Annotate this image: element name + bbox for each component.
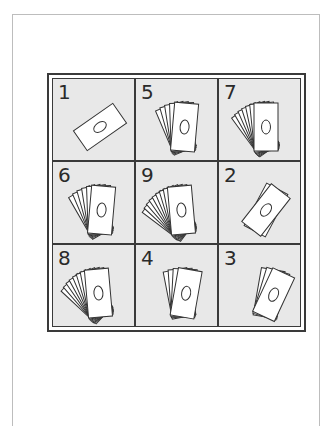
card-stack (253, 267, 295, 321)
grid-cell: 3 (218, 244, 301, 327)
grid-frame (48, 74, 305, 331)
cell-number: 8 (58, 247, 71, 269)
grid-cell: 4 (135, 244, 218, 327)
card-stack (156, 101, 199, 155)
grid-ground (52, 78, 301, 327)
grid-cell: 6 (52, 161, 135, 244)
card-stack (242, 183, 290, 237)
card-stack (232, 101, 280, 157)
cell-number: 3 (224, 247, 237, 269)
cell-number: 6 (58, 164, 71, 186)
cell-number: 7 (224, 81, 237, 103)
card-stack (69, 184, 116, 239)
page-frame (13, 15, 320, 426)
grid-cell: 7 (218, 78, 301, 161)
card-stack (73, 103, 126, 150)
grid-cell: 1 (52, 78, 135, 161)
card-stack (61, 267, 113, 324)
grid-cell: 9 (135, 161, 218, 244)
grid-cell: 5 (135, 78, 218, 161)
grid-cell: 8 (52, 244, 135, 327)
cell-number: 2 (224, 164, 237, 186)
cell-number: 9 (141, 164, 154, 186)
card-stack (163, 267, 202, 319)
cell-number: 4 (141, 247, 154, 269)
cell-number: 1 (58, 81, 71, 103)
grid-cell: 2 (218, 161, 301, 244)
cell-number: 5 (141, 81, 154, 103)
card-stack (142, 184, 196, 241)
